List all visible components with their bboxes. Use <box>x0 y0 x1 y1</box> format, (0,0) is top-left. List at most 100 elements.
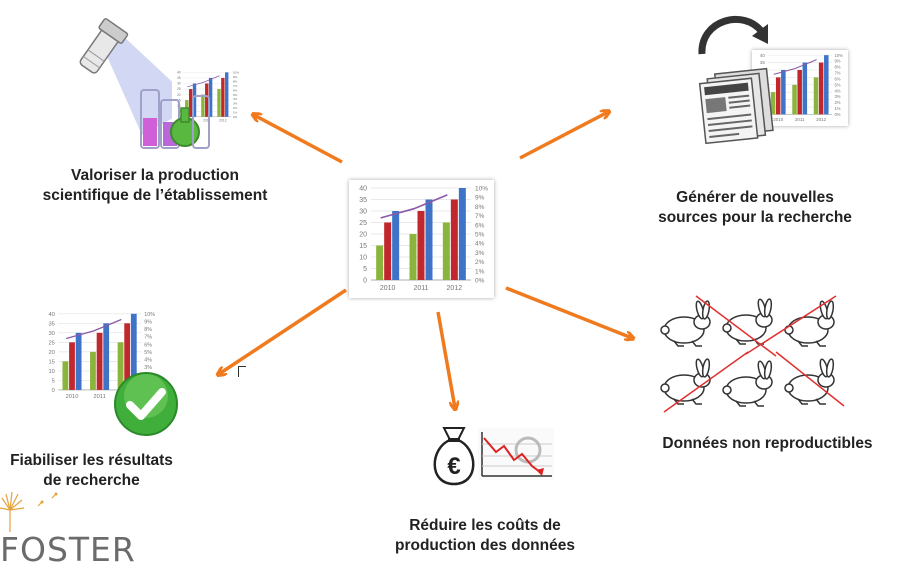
trend-line <box>187 75 220 88</box>
bar-green <box>409 234 417 280</box>
rabbits-grid <box>660 295 845 413</box>
bar-green <box>813 77 819 115</box>
y2-tick-label: 4% <box>834 88 840 93</box>
bar-blue <box>208 77 213 117</box>
y2-tick-label: 7% <box>834 71 840 76</box>
trend-line <box>66 318 122 340</box>
y2-tick-label: 8% <box>233 79 238 83</box>
bar-red <box>188 89 193 117</box>
money-bag-icon: € <box>433 427 475 486</box>
bar-blue <box>458 188 466 280</box>
y-tick-label: 10 <box>48 369 54 375</box>
y2-tick-label: 1% <box>475 268 485 275</box>
y-tick-label: 10 <box>359 255 367 262</box>
bar-red <box>818 62 824 115</box>
y2-tick-label: 6% <box>144 342 152 348</box>
y2-tick-label: 4% <box>233 97 238 101</box>
bar-blue <box>192 83 197 117</box>
x-tick-label: 2012 <box>447 285 463 292</box>
arrow-to-reduire <box>436 311 455 408</box>
y2-tick-label: 5% <box>144 350 152 356</box>
y2-tick-label: 3% <box>834 94 840 99</box>
bar-red <box>775 77 781 115</box>
y2-tick-label: 5% <box>233 93 238 97</box>
y2-tick-label: 4% <box>144 358 152 364</box>
y-tick-label: 25 <box>177 87 181 91</box>
falling-chart-icon <box>478 428 554 480</box>
bar-green <box>770 92 776 115</box>
bar-green <box>201 94 205 117</box>
y-tick-label: 40 <box>760 53 766 58</box>
arrow-to-donnees <box>505 286 632 338</box>
bar-red <box>124 323 131 390</box>
euro-symbol: € <box>447 453 460 480</box>
y-tick-label: 20 <box>177 93 181 97</box>
bar-red <box>384 222 392 280</box>
cursor-mark <box>238 366 246 377</box>
bar-green <box>376 245 384 280</box>
y2-tick-label: 3% <box>233 102 238 106</box>
bar-green <box>442 222 450 280</box>
x-tick-label: 2010 <box>66 394 79 400</box>
y2-tick-label: 10% <box>475 186 488 193</box>
y2-tick-label: 10% <box>233 71 239 75</box>
arrow-to-generer <box>519 112 608 160</box>
x-tick-label: 2010 <box>380 285 396 292</box>
bar-blue <box>103 323 110 390</box>
y2-tick-label: 10% <box>144 312 155 318</box>
y-tick-label: 5 <box>52 378 55 384</box>
x-tick-label: 2011 <box>93 394 105 400</box>
y2-tick-label: 10% <box>834 53 843 58</box>
caption-reduire: Réduire les coûts de production des donn… <box>395 517 575 554</box>
y-tick-label: 35 <box>359 197 367 204</box>
flask-icon <box>140 89 210 149</box>
bar-blue <box>392 211 400 280</box>
foster-dandelion-icon <box>0 491 58 532</box>
curved-arrow-icon <box>698 15 768 55</box>
y-tick-label: 15 <box>359 243 367 250</box>
bar-blue <box>802 62 808 115</box>
y-tick-label: 30 <box>359 209 367 216</box>
bar-blue <box>425 199 433 280</box>
bar-red <box>69 342 75 390</box>
bar-green <box>117 342 124 390</box>
bar-red <box>797 69 802 115</box>
x-tick-label: 2010 <box>773 117 784 122</box>
y2-tick-label: 3% <box>475 250 485 257</box>
y2-tick-label: 7% <box>233 84 238 88</box>
y2-tick-label: 8% <box>475 204 485 211</box>
y-tick-label: 35 <box>177 76 181 80</box>
trend-line <box>773 59 817 75</box>
bar-green <box>90 351 96 390</box>
y-tick-label: 35 <box>48 321 54 327</box>
y-tick-label: 15 <box>48 359 54 365</box>
y2-tick-label: 4% <box>475 241 485 248</box>
y-tick-label: 35 <box>760 60 766 65</box>
y2-tick-label: 2% <box>233 106 238 110</box>
y-tick-label: 40 <box>177 71 181 75</box>
y2-tick-label: 9% <box>475 195 485 202</box>
caption-valoriser: Valoriser la production scientifique de … <box>42 167 268 204</box>
bar-blue <box>225 72 229 117</box>
caption-generer: Générer de nouvelles sources pour la rec… <box>658 189 852 226</box>
foster-logo-text: FOSTER <box>0 530 136 569</box>
y-tick-label: 25 <box>48 340 54 346</box>
y-tick-label: 0 <box>363 278 367 285</box>
bar-blue <box>75 332 82 390</box>
bar-green <box>62 361 69 390</box>
y2-tick-label: 5% <box>475 232 485 239</box>
y2-tick-label: 2% <box>475 259 485 266</box>
y2-tick-label: 9% <box>834 59 840 64</box>
y2-tick-label: 9% <box>144 319 152 325</box>
bar-green <box>792 84 797 115</box>
y-tick-label: 30 <box>177 82 181 86</box>
x-tick-label: 2012 <box>816 117 827 122</box>
bar-green <box>217 89 221 117</box>
y-tick-label: 5 <box>363 266 367 273</box>
y2-tick-label: 0% <box>233 115 238 119</box>
x-tick-label: 2012 <box>219 119 227 123</box>
center-chart: 403530252015105010%9%8%7%6%5%4%3%2%1%0%2… <box>349 180 494 298</box>
bar-red <box>450 199 458 280</box>
bar-blue <box>824 55 829 115</box>
